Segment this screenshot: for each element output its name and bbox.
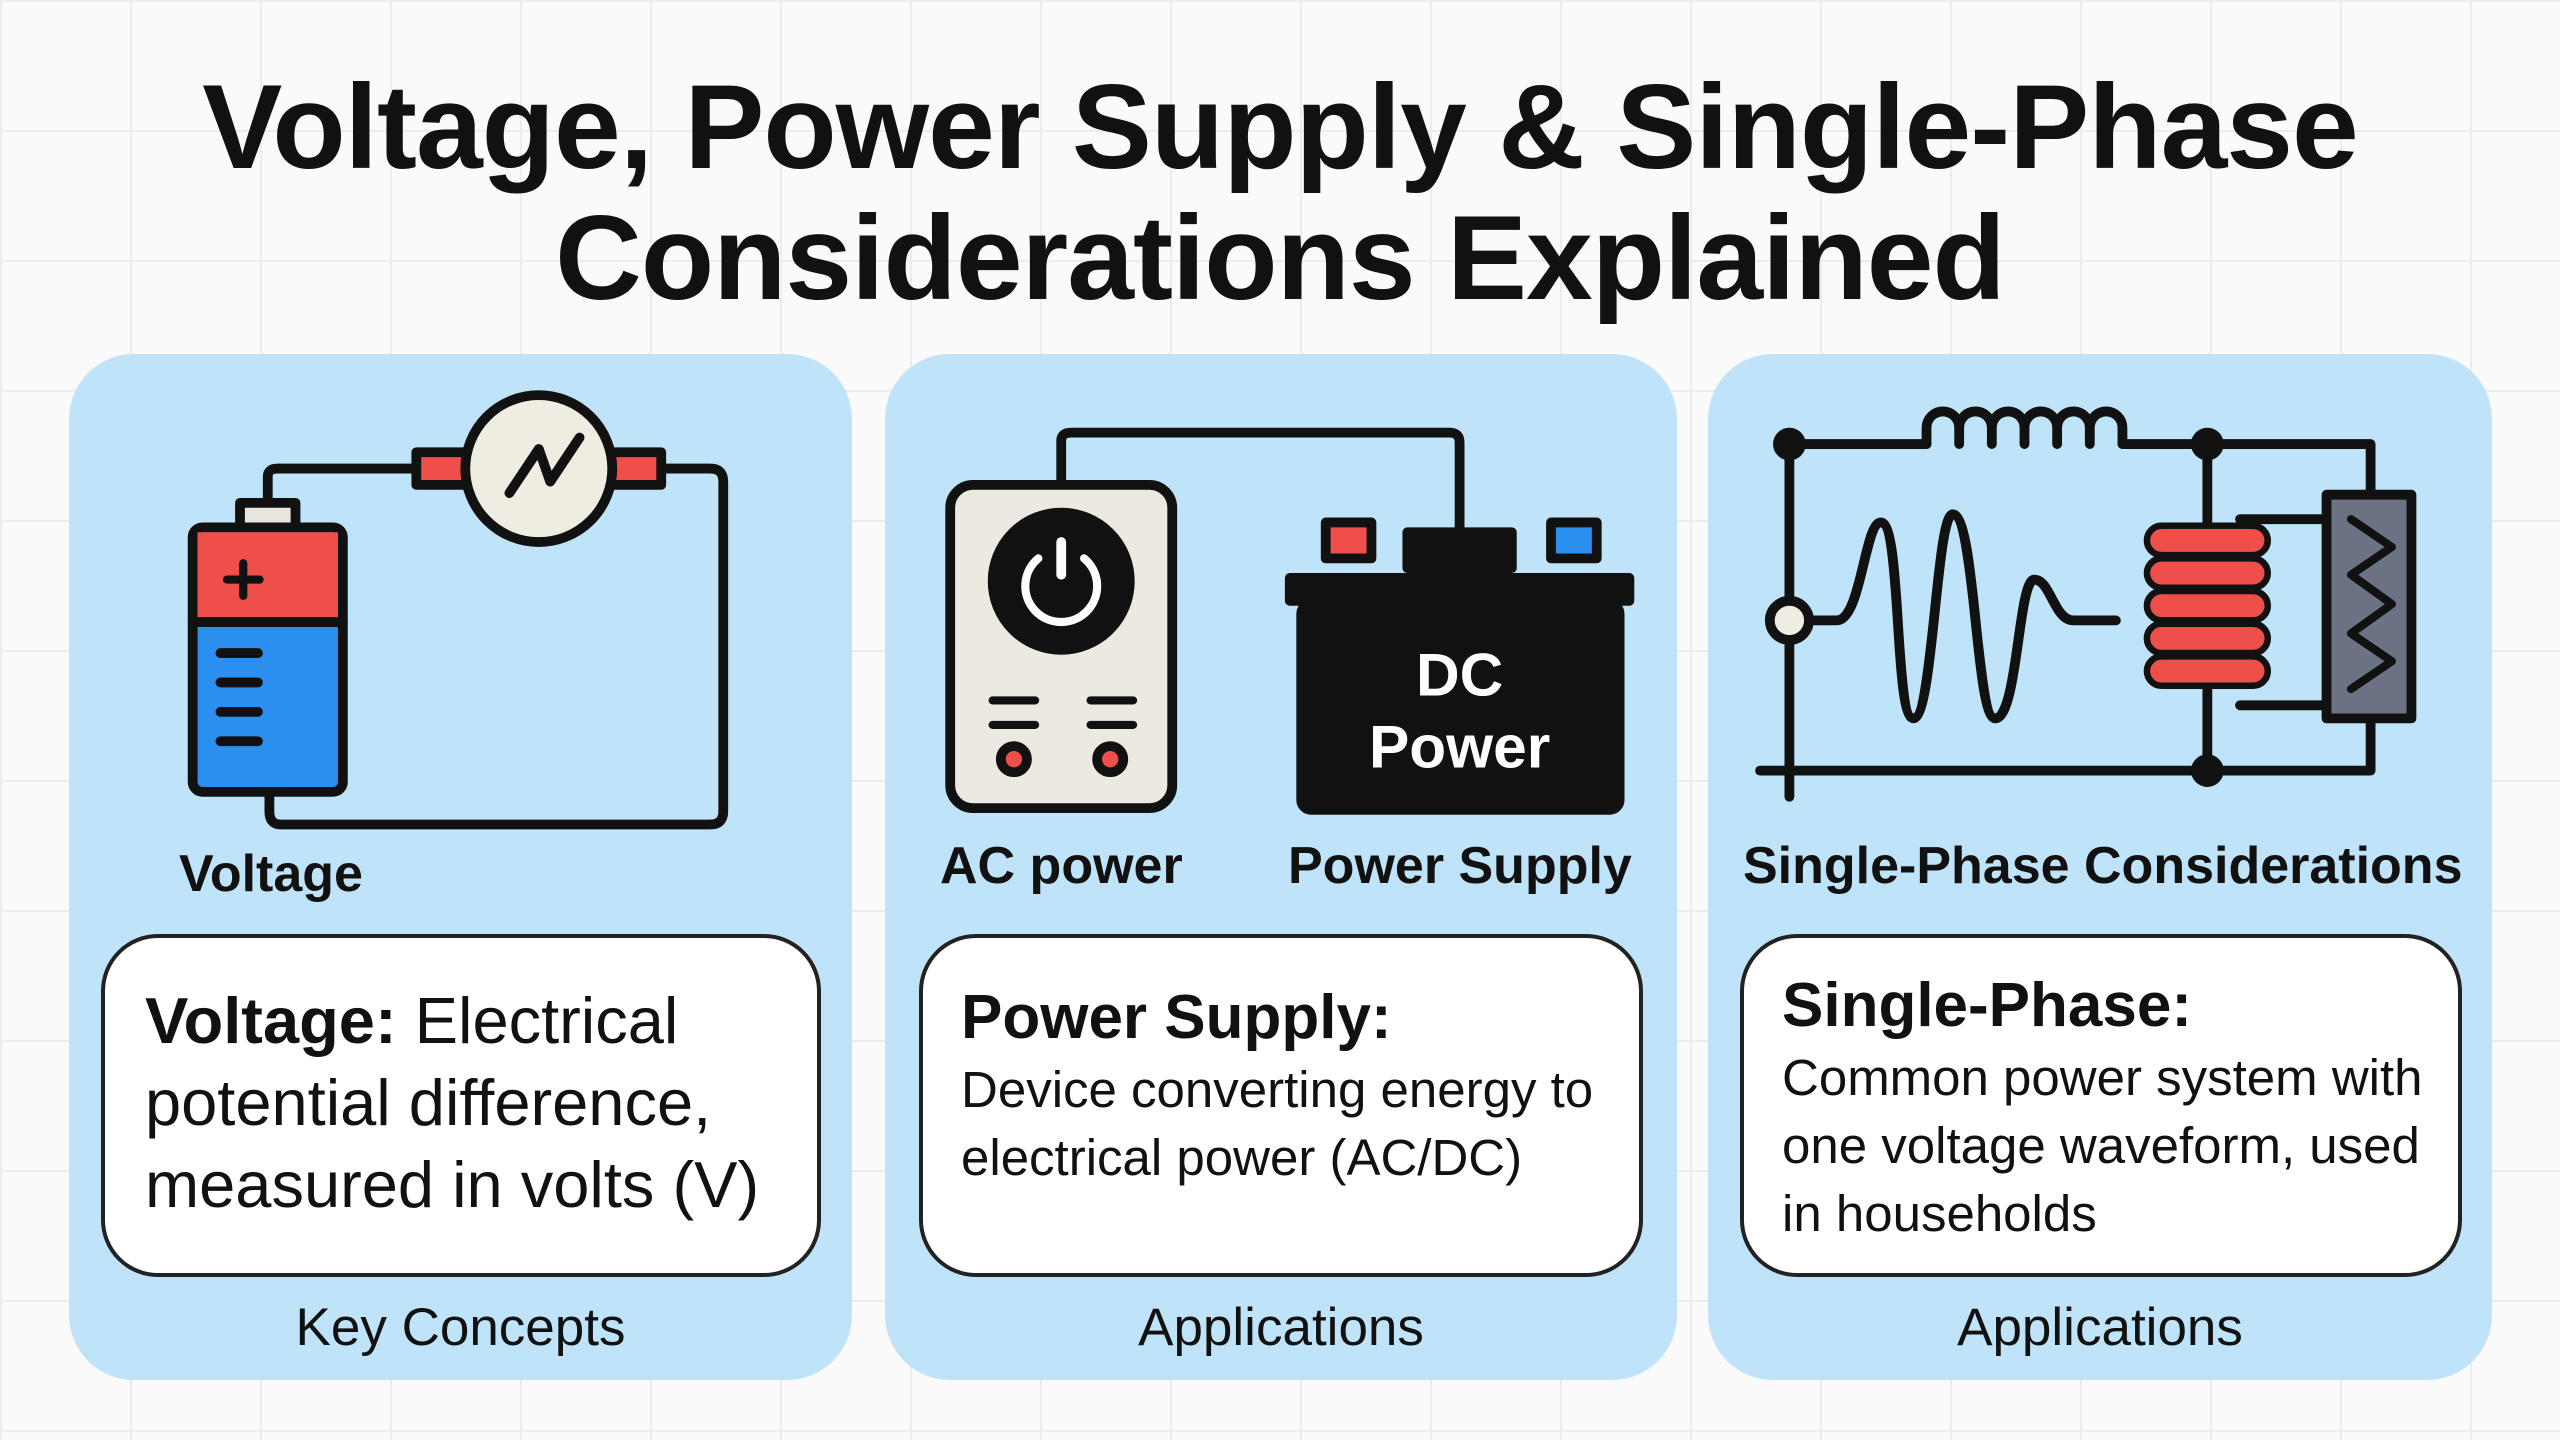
- single-phase-text: Common power system with one voltage wav…: [1782, 1049, 2423, 1242]
- caption-applications-2: Applications: [1957, 1298, 2243, 1357]
- voltage-text: Electrical potential difference, measure…: [145, 984, 760, 1221]
- voltage-definition-box: Voltage: Electrical potential difference…: [101, 934, 821, 1277]
- single-phase-label: Single-Phase Considerations: [1743, 837, 2463, 895]
- panel-power-supply: AC power Power Supply Power Supply: Devic…: [885, 354, 1677, 1380]
- panel-voltage: Voltage Voltage: Electrical potential di…: [69, 354, 852, 1380]
- ac-power-label: AC power: [940, 837, 1183, 895]
- power-supply-definition: Power Supply: Device converting energy to…: [961, 980, 1639, 1192]
- single-phase-definition: Single-Phase: Common power system with on…: [1782, 968, 2458, 1248]
- title-line-2: Considerations Explained: [555, 191, 2006, 325]
- voltage-label: Voltage: [179, 845, 363, 903]
- caption-key-concepts: Key Concepts: [295, 1298, 626, 1357]
- single-phase-definition-box: Single-Phase: Common power system with on…: [1740, 934, 2462, 1277]
- title-line-1: Voltage, Power Supply & Single-Phase: [202, 60, 2359, 194]
- power-supply-definition-box: Power Supply: Device converting energy to…: [919, 934, 1643, 1277]
- power-supply-heading: Power Supply:: [961, 983, 1392, 1052]
- power-supply-text: Device converting energy to electrical p…: [961, 1061, 1594, 1186]
- caption-applications-1: Applications: [1138, 1298, 1424, 1357]
- power-supply-label: Power Supply: [1288, 837, 1632, 895]
- voltage-definition: Voltage: Electrical potential difference…: [145, 980, 817, 1226]
- single-phase-heading: Single-Phase:: [1782, 971, 2192, 1040]
- voltage-heading: Voltage:: [145, 984, 397, 1057]
- panel-single-phase: Single-Phase Considerations Single-Phase…: [1708, 354, 2492, 1380]
